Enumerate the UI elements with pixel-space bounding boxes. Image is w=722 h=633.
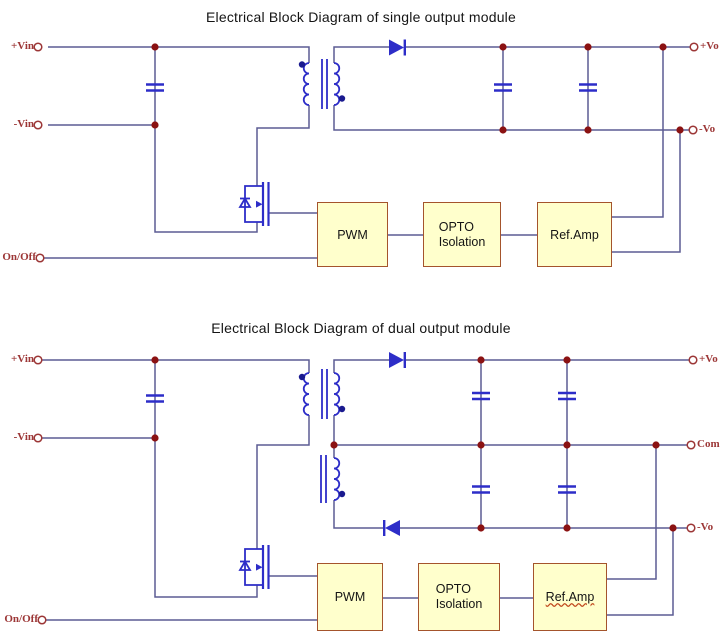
diode-triangle: [389, 352, 404, 368]
vo-minus-label: -Vo: [697, 521, 714, 533]
single-module-circuit: [33, 39, 699, 263]
source-arrow: [256, 200, 263, 208]
vin-minus-terminal: [33, 120, 43, 130]
vin-plus-label: +Vin: [11, 353, 34, 365]
on-off-terminal: [35, 253, 45, 263]
primary-winding: [302, 372, 310, 416]
terminal-circles: [33, 355, 698, 625]
vin-plus-terminal: [33, 42, 43, 52]
vo-minus-terminal: [686, 523, 696, 533]
secondary-winding-1: [333, 372, 341, 416]
vin-plus-label: +Vin: [11, 40, 34, 52]
isolation-label: Isolation: [435, 597, 483, 611]
isolation-label: Isolation: [438, 234, 486, 249]
on-off-label: On/Off: [2, 251, 36, 263]
positive-output-diode: [389, 352, 406, 368]
wires: [44, 46, 690, 259]
on-off-terminal: [37, 615, 47, 625]
vo-minus-terminal: [688, 125, 698, 135]
diode-triangle: [389, 39, 404, 56]
ref-amp-label: Ref.Amp: [550, 227, 599, 242]
negative-output-diode: [383, 520, 400, 536]
opto-label: OPTO: [435, 582, 471, 596]
core-lower: [320, 455, 327, 503]
pwm-label: PWM: [334, 590, 366, 604]
body-diode-triangle: [238, 559, 252, 571]
secondary2-polarity-dot: [338, 490, 346, 498]
junction-nodes: [151, 43, 684, 134]
core: [321, 59, 328, 109]
primary-winding: [302, 62, 310, 106]
vo-plus-terminal: [688, 355, 698, 365]
mosfet: [238, 182, 270, 226]
vo-plus-label: +Vo: [699, 353, 718, 365]
output-diode: [389, 39, 406, 56]
com-terminal: [686, 440, 696, 450]
opto-isolation-block: OPTO Isolation: [418, 563, 500, 631]
secondary-winding: [333, 62, 341, 106]
secondary-winding-2: [333, 457, 341, 501]
transformer: [298, 59, 346, 109]
body-branch: [244, 548, 263, 586]
opto-isolation-block: OPTO Isolation: [423, 202, 501, 267]
ref-amp-block: Ref.Amp: [533, 563, 607, 631]
pwm-block: PWM: [317, 563, 383, 631]
vin-minus-label: -Vin: [13, 431, 34, 443]
vo-plus-label: +Vo: [700, 40, 719, 52]
primary-polarity-dot: [298, 61, 306, 68]
vin-minus-label: -Vin: [13, 118, 34, 130]
opto-label: OPTO: [438, 219, 474, 234]
dual-module-title: Electrical Block Diagram of dual output …: [211, 320, 511, 336]
pwm-label: PWM: [337, 227, 368, 242]
primary-polarity-dot: [298, 373, 306, 381]
vin-plus-terminal: [33, 355, 43, 365]
mosfet: [238, 545, 270, 589]
on-off-label: On/Off: [4, 613, 38, 625]
vin-minus-terminal: [33, 433, 43, 443]
ref-amp-label: Ref.Amp: [545, 590, 595, 604]
ref-amp-block: Ref.Amp: [537, 202, 612, 267]
body-diode-triangle: [238, 196, 252, 208]
vo-plus-terminal: [689, 42, 699, 52]
transformer: [298, 369, 346, 503]
source-arrow: [256, 563, 263, 571]
body-branch: [244, 185, 263, 223]
terminal-circles: [33, 42, 699, 263]
secondary-polarity-dot: [338, 95, 346, 102]
com-label: Com: [697, 438, 720, 450]
dual-module-circuit: [33, 352, 698, 625]
secondary1-polarity-dot: [338, 405, 346, 413]
capacitor-plates: [146, 391, 576, 494]
diode-triangle: [385, 520, 400, 536]
wires: [42, 359, 689, 621]
single-module-title: Electrical Block Diagram of single outpu…: [206, 9, 516, 25]
vo-minus-label: -Vo: [699, 123, 716, 135]
pwm-block: PWM: [317, 202, 388, 267]
junction-nodes: [151, 356, 677, 532]
core-upper: [321, 369, 328, 419]
capacitor-plates: [146, 83, 597, 92]
